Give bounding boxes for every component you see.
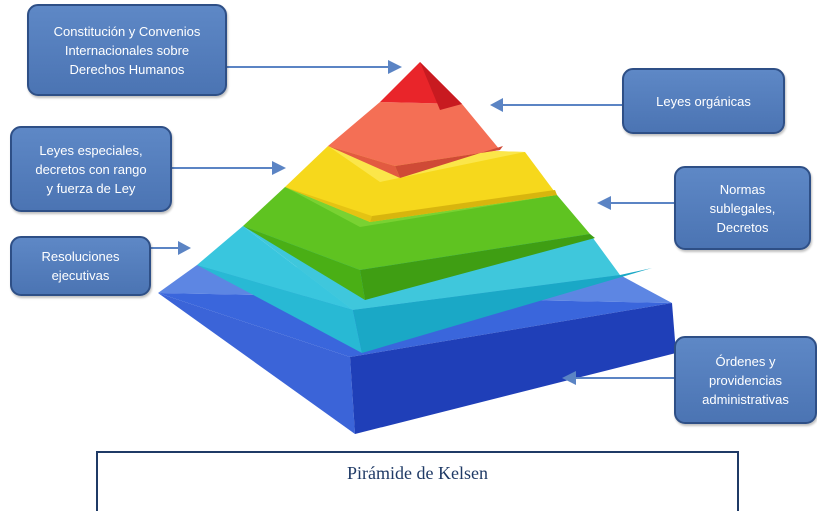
- arrow-head-sublegales: [597, 196, 611, 210]
- callout-especiales: Leyes especiales, decretos con rango y f…: [10, 126, 172, 212]
- callout-especiales-line-2: decretos con rango: [35, 161, 147, 177]
- arrow-head-resoluciones: [178, 241, 191, 255]
- callout-ordenes-line-3: administrativas: [702, 391, 789, 407]
- pyramid-level-organicas: [328, 102, 503, 178]
- callout-constitucion: Constitución y Convenios Internacionales…: [27, 4, 227, 96]
- arrow-head-constitucion: [388, 60, 402, 74]
- callout-sublegales-line-2: sublegales,: [709, 200, 776, 216]
- callout-constitucion-line-1: Constitución y Convenios: [53, 23, 201, 39]
- callout-ordenes-line-1: Órdenes y: [715, 353, 776, 369]
- caption-box: Pirámide de Kelsen: [96, 451, 739, 511]
- callout-resoluciones-line-1: Resoluciones: [41, 249, 120, 264]
- callout-resoluciones: Resoluciones ejecutivas: [10, 236, 151, 296]
- callout-resoluciones-line-2: ejecutivas: [51, 268, 110, 283]
- callout-ordenes: Órdenes y providencias administrativas: [674, 336, 817, 424]
- pyramid-level-constitucion: [380, 62, 462, 110]
- arrow-head-ordenes: [562, 371, 576, 385]
- connector-arrows: [151, 60, 674, 385]
- callout-constitucion-line-3: Derechos Humanos: [69, 61, 185, 77]
- callout-organicas: Leyes orgánicas: [622, 68, 785, 134]
- callout-ordenes-line-2: providencias: [708, 372, 782, 388]
- callout-sublegales-line-1: Normas: [719, 181, 766, 197]
- callout-especiales-line-1: Leyes especiales,: [39, 142, 143, 158]
- callout-sublegales: Normas sublegales, Decretos: [674, 166, 811, 250]
- callout-organicas-line-1: Leyes orgánicas: [656, 93, 751, 109]
- arrow-head-especiales: [272, 161, 286, 175]
- arrow-head-organicas: [490, 98, 503, 112]
- callout-sublegales-line-3: Decretos: [716, 219, 769, 235]
- callout-constitucion-line-2: Internacionales sobre: [64, 42, 190, 58]
- callout-especiales-line-3: y fuerza de Ley: [46, 180, 136, 196]
- caption-title: Pirámide de Kelsen: [347, 463, 488, 483]
